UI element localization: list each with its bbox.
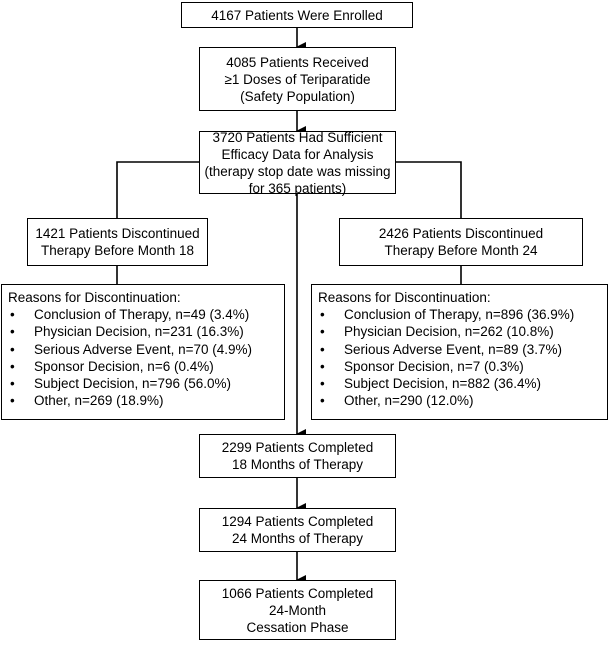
- bullet-icon: •: [320, 307, 325, 323]
- list-item: •Other, n=290 (12.0%): [320, 393, 474, 409]
- branch-right: [396, 161, 462, 218]
- bullet-icon: •: [10, 341, 15, 357]
- bullet-icon: •: [10, 393, 15, 409]
- reasons-24-box: Reasons for Discontinuation: •Conclusion…: [311, 284, 608, 420]
- reasons24-title: Reasons for Discontinuation:: [318, 290, 491, 305]
- bullet-icon: •: [320, 341, 325, 357]
- completed24-line-2: 24 Months of Therapy: [231, 531, 364, 546]
- bullet-icon: •: [320, 324, 325, 340]
- bullet-icon: •: [320, 376, 325, 392]
- branch-left: [116, 161, 199, 218]
- cessation-line-2: 24-Month: [268, 602, 327, 618]
- completed24-line-1: 1294 Patients Completed: [221, 514, 374, 529]
- completed-18-box: 2299 Patients Completed 18 Months of The…: [199, 434, 396, 478]
- cessation-line-3: Cessation Phase: [246, 619, 349, 635]
- cessation-line-1: 1066 Patients Completed: [221, 585, 374, 601]
- safety-population-box: 4085 Patients Received ≥1 Doses of Terip…: [199, 47, 396, 111]
- efficacy-line-2: Efficacy Data for Analysis: [221, 146, 374, 162]
- bullet-icon: •: [10, 307, 15, 323]
- disc18-line-2: Therapy Before Month 18: [40, 243, 195, 258]
- reasons18-title: Reasons for Discontinuation:: [8, 290, 181, 305]
- bullet-icon: •: [10, 376, 15, 392]
- list-item: •Subject Decision, n=796 (56.0%): [10, 376, 231, 392]
- reasons-18-box: Reasons for Discontinuation: •Conclusion…: [1, 284, 285, 420]
- enrolled-box: 4167 Patients Were Enrolled: [181, 2, 413, 28]
- bullet-icon: •: [10, 358, 15, 374]
- reasons24-list: •Conclusion of Therapy, n=896 (36.9%) •P…: [318, 306, 607, 409]
- received-line-3: (Safety Population): [240, 88, 355, 104]
- bullet-icon: •: [10, 324, 15, 340]
- list-item: •Subject Decision, n=882 (36.4%): [320, 376, 541, 392]
- completed18-line-2: 18 Months of Therapy: [231, 457, 364, 472]
- list-item: •Serious Adverse Event, n=89 (3.7%): [320, 341, 562, 357]
- list-item: •Serious Adverse Event, n=70 (4.9%): [10, 341, 252, 357]
- enrolled-text: 4167 Patients Were Enrolled: [211, 7, 383, 23]
- received-line-1: 4085 Patients Received: [226, 54, 369, 70]
- bullet-icon: •: [320, 393, 325, 409]
- list-item: •Conclusion of Therapy, n=896 (36.9%): [320, 307, 575, 323]
- received-line-2: ≥1 Doses of Teriparatide: [224, 71, 371, 87]
- disc24-line-1: 2426 Patients Discontinued: [378, 226, 544, 241]
- disc18-line-1: 1421 Patients Discontinued: [35, 226, 200, 241]
- completed18-line-1: 2299 Patients Completed: [221, 440, 374, 455]
- efficacy-line-4: for 365 patients): [248, 180, 347, 196]
- disc24-line-2: Therapy Before Month 24: [384, 243, 538, 258]
- efficacy-analysis-box: 3720 Patients Had Sufficient Efficacy Da…: [199, 129, 396, 196]
- list-item: •Conclusion of Therapy, n=49 (3.4%): [10, 307, 250, 323]
- list-item: •Sponsor Decision, n=6 (0.4%): [10, 358, 214, 374]
- discontinued-18-box: 1421 Patients Discontinued Therapy Befor…: [27, 218, 208, 266]
- discontinued-24-box: 2426 Patients Discontinued Therapy Befor…: [339, 218, 583, 266]
- list-item: •Other, n=269 (18.9%): [10, 393, 164, 409]
- list-item: •Physician Decision, n=262 (10.8%): [320, 324, 554, 340]
- efficacy-line-3: (therapy stop date was missing: [204, 163, 391, 179]
- efficacy-line-1: 3720 Patients Had Sufficient: [212, 129, 383, 145]
- list-item: •Sponsor Decision, n=7 (0.3%): [320, 358, 524, 374]
- bullet-icon: •: [320, 358, 325, 374]
- completed-24-box: 1294 Patients Completed 24 Months of The…: [199, 508, 396, 552]
- list-item: •Physician Decision, n=231 (16.3%): [10, 324, 244, 340]
- reasons18-list: •Conclusion of Therapy, n=49 (3.4%) •Phy…: [8, 306, 284, 409]
